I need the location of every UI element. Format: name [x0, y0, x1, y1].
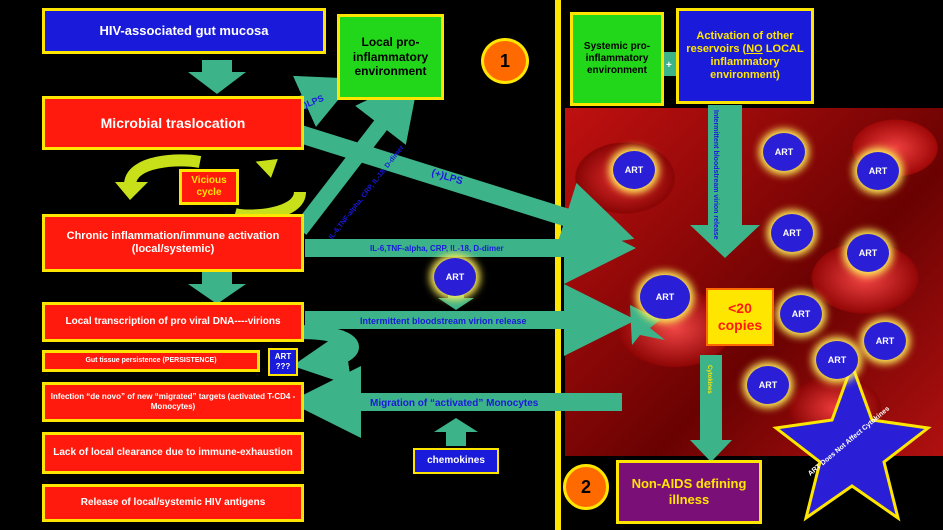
arrow-gut-to-microbial: [188, 60, 246, 94]
microbial-label: Microbial traslocation: [100, 114, 246, 131]
art-circle-6: ART: [640, 275, 690, 319]
vertical-release-label: Intermittent bloodstream virion release: [712, 110, 719, 240]
art-circle-label: ART: [655, 292, 675, 302]
local-env-box: Local pro-inflammatory environment: [337, 14, 444, 100]
art-center-label: ART: [445, 272, 465, 282]
infection-label: Infection “de novo” of new “migrated” ta…: [50, 392, 296, 411]
vicious-label: Vicious cycle: [191, 175, 227, 198]
star-shape: [772, 360, 932, 522]
arrow-cytokines: [690, 355, 732, 462]
number-two-label: 2: [580, 476, 591, 497]
transcription-box: Local transcription of pro viral DNA----…: [42, 302, 304, 342]
local-env-label: Local pro-inflammatory environment: [352, 35, 429, 79]
non-aids-box: Non-AIDS defining illness: [616, 460, 762, 524]
activation-box: Activation of other reservoirs (NO LOCAL…: [676, 8, 814, 104]
chronic-box: Chronic inflammation/immune activation (…: [42, 214, 304, 272]
gut-mucosa-box: HIV-associated gut mucosa: [42, 8, 326, 54]
art-circle-10: ART: [747, 366, 789, 404]
clearance-label: Lack of local clearance due to immune-ex…: [53, 447, 293, 458]
cytokines-vertical-label: Cytokines: [706, 365, 712, 394]
art-circle-1: ART: [613, 151, 655, 189]
clearance-box: Lack of local clearance due to immune-ex…: [42, 432, 304, 474]
non-aids-label: Non-AIDS defining illness: [631, 476, 747, 507]
art-circle-label: ART: [782, 228, 802, 238]
arrow-chemokines-up: [434, 418, 478, 446]
arrow-chronic-to-transcription: [188, 272, 246, 304]
transcription-label: Local transcription of pro viral DNA----…: [65, 316, 281, 327]
release-label: Release of local/systemic HIV antigens: [80, 497, 266, 508]
systemic-env-label: Systemic pro-inflammatory environment: [583, 41, 651, 76]
art-circle-8: ART: [864, 322, 906, 360]
persistence-label: Gut tissue persistence (PERSISTENCE): [85, 356, 217, 364]
art-circle-3: ART: [857, 152, 899, 190]
chemokines-box: chemokines: [413, 448, 499, 474]
copies-box: <20 copies: [706, 288, 774, 346]
art-center-circle: ART: [434, 258, 476, 296]
bloodstream-label: Intermittent bloodstream virion release: [360, 316, 527, 326]
art-circle-5: ART: [847, 234, 889, 272]
art-circle-9: ART: [816, 341, 858, 379]
plus-label: +: [666, 60, 672, 71]
art-circle-label: ART: [858, 248, 878, 258]
plus-connector: [662, 52, 678, 76]
vicious-head-1: [115, 182, 148, 200]
microbial-box: Microbial traslocation: [42, 96, 304, 150]
number-one-circle: 1: [481, 38, 529, 84]
activation-post: LOCAL inflammatory environment): [710, 42, 804, 82]
number-one-label: 1: [499, 50, 510, 71]
art-circle-label: ART: [624, 165, 644, 175]
gut-mucosa-label: HIV-associated gut mucosa: [99, 23, 269, 39]
arrow-vertical-release: [690, 105, 760, 258]
art-circle-4: ART: [771, 214, 813, 252]
arrow-persistence-curve: [292, 325, 359, 386]
divider-line: [555, 0, 561, 530]
art-circle-label: ART: [875, 336, 895, 346]
art-question-label: ART ???: [274, 352, 292, 371]
art-question-box: ART ???: [268, 348, 298, 376]
art-circle-label: ART: [827, 355, 847, 365]
systemic-env-box: Systemic pro-inflammatory environment: [570, 12, 664, 106]
activation-pre: Activation of other reservoirs (: [686, 29, 794, 55]
chemokines-label: chemokines: [427, 455, 485, 466]
copies-label: <20 copies: [717, 300, 763, 333]
persistence-box: Gut tissue persistence (PERSISTENCE): [42, 350, 260, 372]
art-circle-2: ART: [763, 133, 805, 171]
arrow-art-to-copies: [630, 305, 665, 345]
number-two-circle: 2: [563, 464, 609, 510]
migration-label: Migration of “activated” Monocytes: [370, 398, 539, 409]
release-box: Release of local/systemic HIV antigens: [42, 484, 304, 522]
chronic-label: Chronic inflammation/immune activation (…: [66, 229, 280, 255]
art-circle-label: ART: [791, 309, 811, 319]
vicious-box: Vicious cycle: [179, 169, 239, 205]
art-circle-label: ART: [758, 380, 778, 390]
vicious-arrow-bottom: [233, 190, 306, 222]
arrow-lps-big: [291, 123, 635, 252]
infection-box: Infection “de novo” of new “migrated” ta…: [42, 382, 304, 422]
horiz-markers-label: IL-6,TNF-alpha, CRP, IL-18, D-dimer: [370, 244, 504, 253]
activation-no: NO: [746, 42, 763, 55]
art-circle-7: ART: [780, 295, 822, 333]
activation-text: Activation of other reservoirs (NO LOCAL…: [679, 30, 811, 83]
vicious-arrow-top: [124, 154, 202, 187]
vicious-head-2: [255, 159, 278, 178]
art-circle-label: ART: [868, 166, 888, 176]
art-circle-label: ART: [774, 147, 794, 157]
arrow-diag-markers: [293, 74, 420, 235]
arrow-art-down: [438, 290, 474, 310]
